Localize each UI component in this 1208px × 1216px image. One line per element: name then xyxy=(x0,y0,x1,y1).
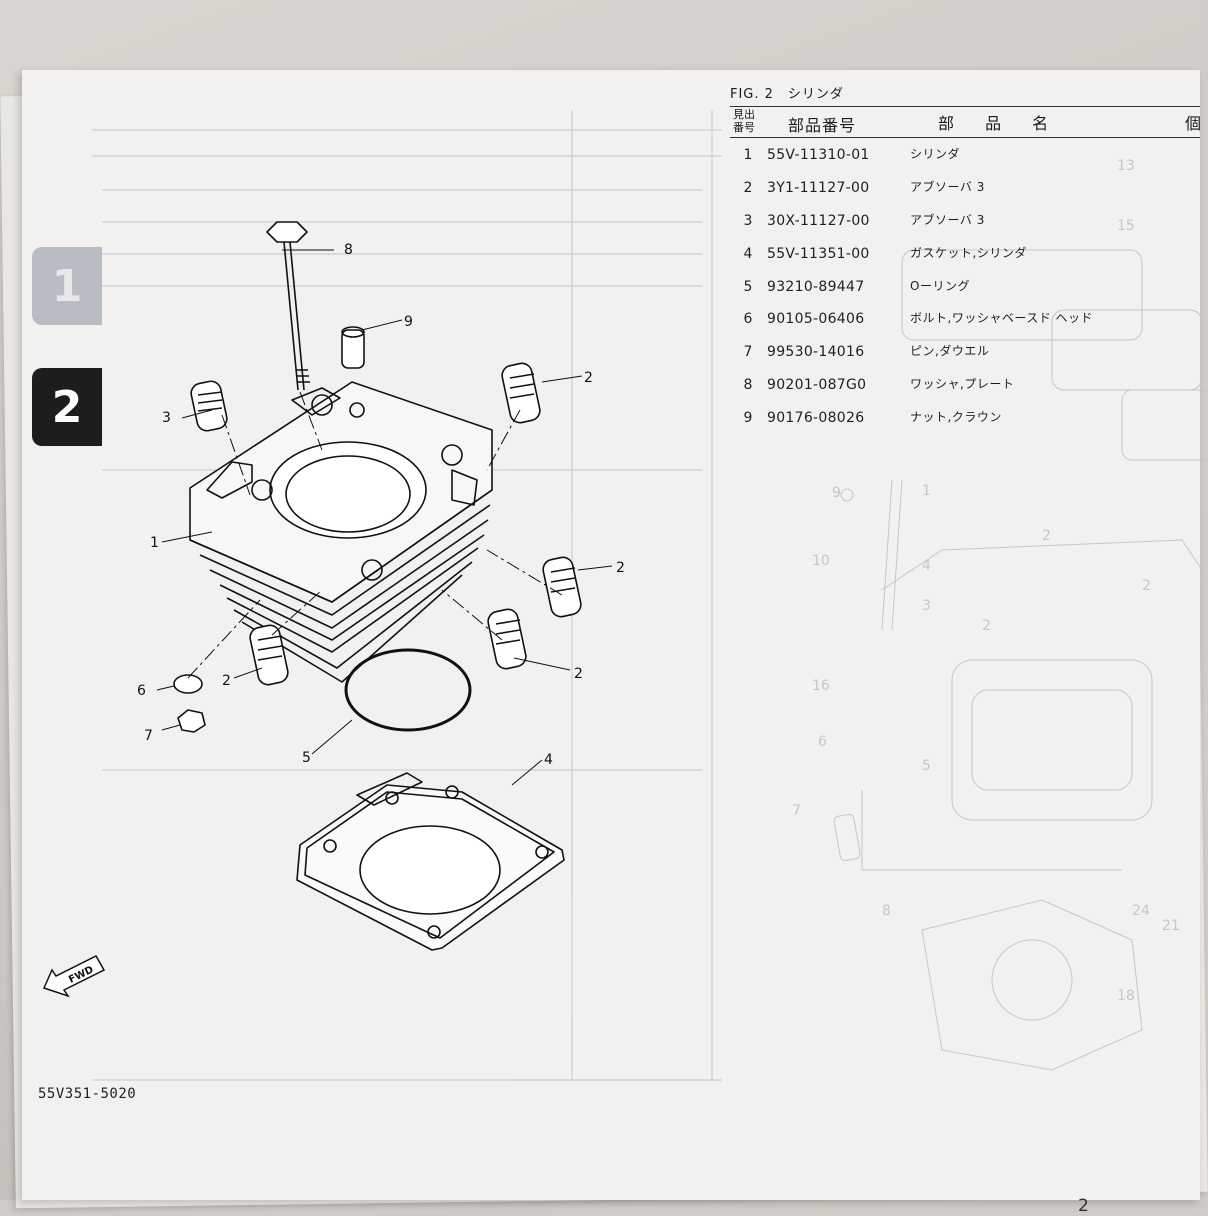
part-key: 3 xyxy=(743,212,753,229)
table-row: 5 93210-89447 Oーリング xyxy=(730,271,1200,304)
callout-3: 3 xyxy=(162,410,171,426)
svg-text:2: 2 xyxy=(1042,528,1051,544)
table-row: 2 3Y1-11127-00 アブソーバ 3 xyxy=(730,172,1200,205)
svg-text:10: 10 xyxy=(812,553,830,569)
manual-page: 9 10 16 6 7 8 24 18 21 15 13 1 2 4 3 2 5… xyxy=(22,70,1208,1216)
part-number: 93210-89447 xyxy=(767,278,865,295)
section-tab-2-label: 2 xyxy=(51,381,83,433)
column-key-no: 見出 番号 xyxy=(733,108,755,134)
part-number: 55V-11310-01 xyxy=(767,147,870,163)
o-ring-5 xyxy=(344,648,472,732)
part-name: ナット,クラウン xyxy=(910,410,1002,425)
table-row: 1 55V-11310-01 シリンダ xyxy=(730,139,1200,172)
figure-name: シリンダ xyxy=(787,87,844,102)
callout-6: 8 xyxy=(344,242,353,258)
parts-table-header: FIG. 2 シリンダ 見出 番号 部品番号 部 品 名 個 xyxy=(730,84,1202,138)
bleed-through-image: 9 10 16 6 7 8 24 18 21 15 13 1 2 4 3 2 5… xyxy=(92,110,1208,1081)
page-number: 2 xyxy=(1078,1196,1089,1216)
part-key: 6 xyxy=(743,311,753,328)
svg-text:7: 7 xyxy=(792,803,801,819)
washer-8 xyxy=(173,674,203,694)
svg-text:15: 15 xyxy=(1117,218,1135,234)
part-number: 90176-08026 xyxy=(767,410,865,427)
fwd-arrow-icon: FWD xyxy=(42,955,106,998)
callout-2b: 2 xyxy=(616,560,625,576)
cylinder-block xyxy=(189,381,493,683)
callout-9: 7 xyxy=(144,728,153,744)
column-headers: 見出 番号 部品番号 部 品 名 個 xyxy=(730,106,1202,138)
part-name: ワッシャ,プレート xyxy=(910,377,1015,392)
part-key: 8 xyxy=(743,377,753,394)
part-number: 55V-11351-00 xyxy=(767,245,870,262)
svg-text:1: 1 xyxy=(922,483,931,499)
svg-text:8: 8 xyxy=(882,903,891,919)
part-key: 5 xyxy=(743,278,753,295)
part-key: 7 xyxy=(743,344,753,361)
section-tab-2[interactable]: 2 xyxy=(32,368,102,446)
table-row: 3 30X-11127-00 アブソーバ 3 xyxy=(730,205,1200,238)
callout-2d: 2 xyxy=(222,673,231,689)
callout-8: 6 xyxy=(137,683,146,699)
svg-text:3: 3 xyxy=(922,598,931,614)
part-name: ピン,ダウエル xyxy=(910,344,990,359)
parts-list: 1 55V-11310-01 シリンダ 2 3Y1-11127-00 アブソーバ 3 3… xyxy=(730,139,1200,435)
svg-text:2: 2 xyxy=(1142,578,1151,594)
figure-title: FIG. 2 シリンダ xyxy=(730,84,1200,106)
svg-text:6: 6 xyxy=(818,734,827,750)
svg-text:5: 5 xyxy=(922,758,931,774)
table-row: 9 90176-08026 ナット,クラウン xyxy=(730,402,1200,435)
svg-text:13: 13 xyxy=(1117,158,1135,174)
callout-4: 4 xyxy=(544,752,553,768)
table-row: 4 55V-11351-00 ガスケット,シリンダ xyxy=(730,238,1200,271)
part-number: 99530-14016 xyxy=(767,344,865,361)
svg-text:4: 4 xyxy=(922,558,931,574)
callout-5: 5 xyxy=(302,750,311,766)
callout-1: 1 xyxy=(150,535,159,551)
section-tab-1-label: 1 xyxy=(51,260,83,312)
dowel-pin-7 xyxy=(341,326,365,369)
part-key: 2 xyxy=(743,179,753,196)
damper-3 xyxy=(190,380,228,432)
part-number: 30X-11127-00 xyxy=(767,212,870,229)
svg-text:2: 2 xyxy=(982,618,991,634)
table-row: 7 99530-14016 ピン,ダウエル xyxy=(730,336,1200,369)
figure-label: FIG. 2 xyxy=(730,87,774,102)
part-number: 90105-06406 xyxy=(767,311,865,328)
svg-text:16: 16 xyxy=(812,678,830,694)
column-part-no: 部品番号 xyxy=(788,116,857,135)
part-name: シリンダ xyxy=(910,147,961,161)
bolt-6 xyxy=(266,221,310,391)
part-key: 9 xyxy=(743,410,753,427)
gasket-4 xyxy=(296,772,565,951)
column-qty: 個 xyxy=(1185,114,1202,133)
callout-2c: 2 xyxy=(574,666,583,682)
part-key: 1 xyxy=(743,147,753,163)
part-name: アブソーバ 3 xyxy=(910,179,985,194)
damper-2c xyxy=(487,608,527,670)
part-key: 4 xyxy=(743,245,753,262)
part-name: ボルト,ワッシャベースド ヘッド xyxy=(910,311,1094,326)
exploded-view-diagram: 8 9 3 2 1 2 2 2 6 7 5 4 FWD xyxy=(42,221,625,998)
svg-text:9: 9 xyxy=(832,485,841,501)
svg-text:18: 18 xyxy=(1117,988,1135,1004)
callout-2a: 2 xyxy=(584,370,593,386)
column-part-name: 部 品 名 xyxy=(938,114,1049,133)
damper-2a xyxy=(501,362,541,424)
part-name: アブソーバ 3 xyxy=(910,212,985,227)
section-tab-1[interactable]: 1 xyxy=(32,247,102,325)
table-row: 6 90105-06406 ボルト,ワッシャベースド ヘッド xyxy=(730,303,1200,336)
part-number: 3Y1-11127-00 xyxy=(767,179,870,196)
nut-9 xyxy=(177,709,206,733)
callout-7: 9 xyxy=(404,314,413,330)
svg-text:24: 24 xyxy=(1132,903,1150,919)
damper-2d xyxy=(249,624,289,686)
part-number: 90201-087G0 xyxy=(767,377,867,394)
svg-text:21: 21 xyxy=(1162,918,1180,934)
part-name: ガスケット,シリンダ xyxy=(910,245,1027,260)
damper-2b xyxy=(542,556,582,618)
part-name: Oーリング xyxy=(910,278,970,293)
figure-code: 55V351-5020 xyxy=(38,1086,137,1102)
table-row: 8 90201-087G0 ワッシャ,プレート xyxy=(730,369,1200,402)
